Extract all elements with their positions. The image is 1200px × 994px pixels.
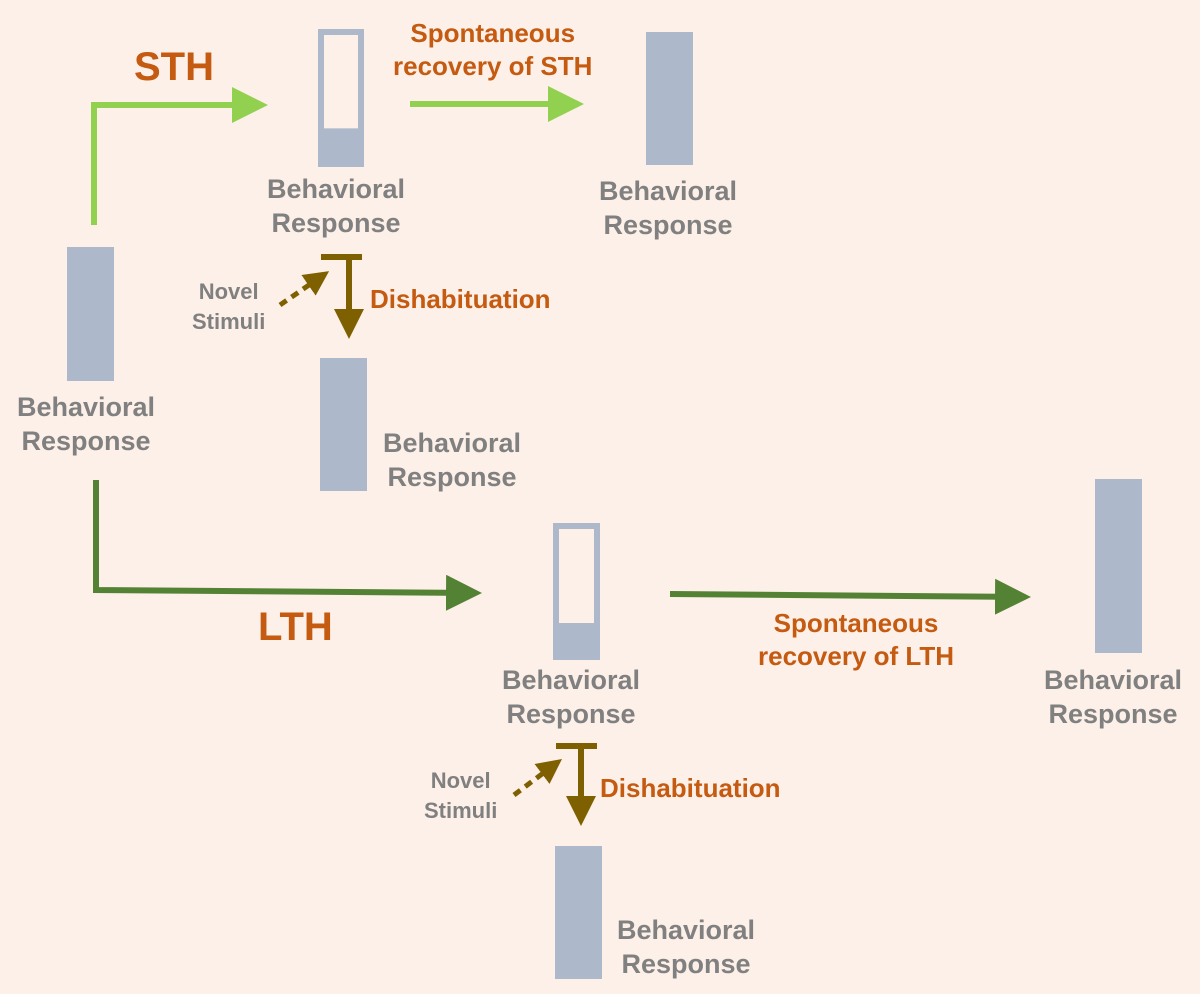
bar-initial-fill	[67, 247, 114, 381]
sth-label: STH	[134, 45, 214, 89]
bar-after-sth	[318, 29, 364, 167]
sth-novel-stimuli-arrow	[278, 271, 330, 308]
bar-sth-dishabituated-fill	[320, 358, 367, 491]
bar-initial	[67, 247, 114, 381]
lth-novel-stimuli-label: Novel Stimuli	[424, 768, 498, 823]
lth-novel-stimuli-arrow	[512, 759, 562, 797]
lth-arrow	[93, 480, 482, 611]
bar-after-lth	[553, 523, 600, 660]
lth-dishabituation-label: Dishabituation	[600, 773, 781, 803]
bar-sth-recovered-fill	[646, 32, 693, 165]
sth-novel-stimuli-label: Novel Stimuli	[192, 279, 266, 334]
bar-after-lth-fill	[553, 623, 600, 660]
sth-recovery-label: Spontaneous recovery of STH	[393, 18, 593, 81]
lth-label: LTH	[258, 605, 333, 649]
lth-recovery-arrow	[669, 578, 1031, 615]
bar-lth-dishabituated	[555, 846, 602, 979]
sth-arrow	[91, 87, 268, 225]
bar-lth-recovered-fill	[1095, 479, 1142, 653]
bar-sth-recovered	[646, 32, 693, 165]
bar-lth-recovered	[1095, 479, 1142, 653]
bar-lth-dishabituated-fill	[555, 846, 602, 979]
bar-sth-dishabituated	[320, 358, 367, 491]
bar-after-sth-fill	[318, 128, 364, 167]
lth-recovery-label: Spontaneous recovery of LTH	[758, 608, 955, 671]
sth-dishabituation-label: Dishabituation	[370, 284, 551, 314]
